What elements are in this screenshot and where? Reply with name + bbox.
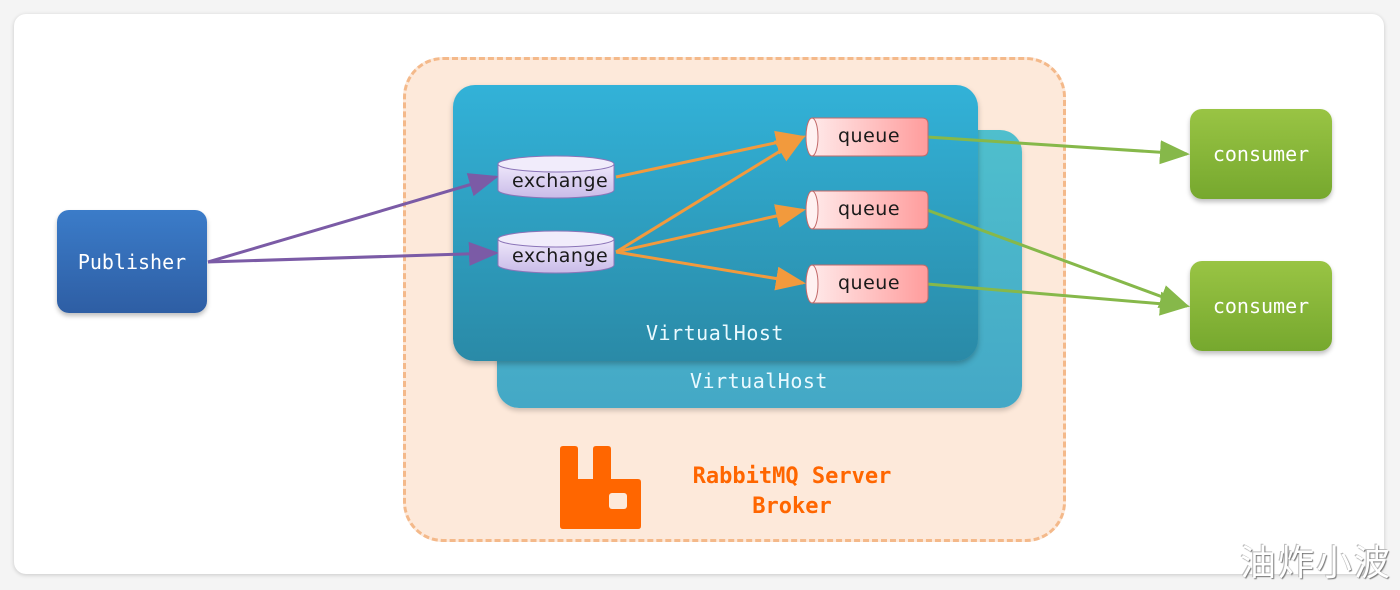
- rabbitmq-logo-icon: [560, 446, 641, 529]
- edge-exchange-1-queue-1: [615, 130, 806, 179]
- exchange-node-2[interactable]: [497, 230, 615, 274]
- consumer-node-2[interactable]: consumer: [1190, 261, 1332, 351]
- queue-node-3[interactable]: [805, 264, 929, 304]
- edge-queue-1-consumer-1: [926, 135, 1190, 165]
- queue-label-3: queue: [838, 272, 901, 294]
- broker-subtitle: Broker: [752, 494, 832, 519]
- consumer-label: consumer: [1212, 294, 1310, 318]
- queue-label-1: queue: [838, 125, 901, 147]
- edge-exchange-2-queue-3: [615, 250, 806, 291]
- queue-node-2[interactable]: [805, 190, 929, 230]
- edge-publisher-exchange-2: [207, 241, 499, 266]
- edge-queue-2-consumer-2: [926, 208, 1190, 308]
- broker-title: RabbitMQ Server: [692, 464, 892, 489]
- edge-exchange-2-queue-2: [615, 204, 806, 254]
- edge-exchange-2-queue-1: [615, 135, 806, 254]
- queue-label-2: queue: [838, 198, 901, 220]
- exchange-label-1: exchange: [512, 170, 609, 192]
- virtualhost-front-label: VirtualHost: [646, 321, 784, 345]
- consumer-label: consumer: [1212, 142, 1310, 166]
- exchange-node-1[interactable]: [497, 155, 615, 199]
- virtualhost-back-label: VirtualHost: [690, 369, 828, 393]
- exchange-label-2: exchange: [512, 245, 609, 267]
- publisher-label: Publisher: [77, 249, 187, 274]
- edge-publisher-exchange-1: [207, 173, 499, 264]
- queue-node-1[interactable]: [805, 117, 929, 157]
- consumer-node-1[interactable]: consumer: [1190, 109, 1332, 199]
- watermark: 油炸小波: [1239, 543, 1392, 584]
- edge-queue-3-consumer-2: [926, 282, 1190, 316]
- publisher-node[interactable]: Publisher: [57, 210, 207, 313]
